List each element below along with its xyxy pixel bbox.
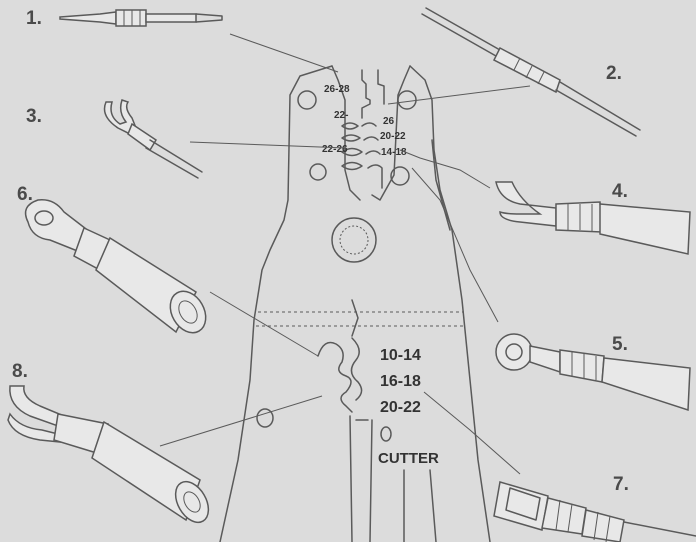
gauge-26: 26 xyxy=(383,116,395,127)
crimp-gauge-labels: 10-14 16-18 20-22 CUTTER xyxy=(378,347,439,467)
part-number-6: 6. xyxy=(17,184,33,205)
part-6-insulated-ring xyxy=(24,199,207,334)
gauge-26-28: 26-28 xyxy=(324,84,350,95)
part-number-2: 2. xyxy=(606,63,622,84)
part-number-8: 8. xyxy=(12,361,28,382)
part-number-3: 3. xyxy=(26,106,42,127)
part-4-fork-terminal xyxy=(495,181,691,255)
part-2-butt-splice xyxy=(421,7,641,137)
crimp-16-18: 16-18 xyxy=(380,373,421,390)
part-7-female-disconnect xyxy=(493,481,696,542)
part-numbers: 1. 2. 3. 4. 6. 5. 8. 7. xyxy=(12,8,629,495)
crimp-10-14: 10-14 xyxy=(380,347,421,364)
tool-body xyxy=(219,65,491,542)
part-number-4: 4. xyxy=(612,181,628,202)
part-number-1: 1. xyxy=(26,8,42,29)
part-8-insulated-fork xyxy=(7,385,210,524)
part-number-5: 5. xyxy=(612,334,628,355)
part-1-pin-terminal xyxy=(59,9,223,27)
jaw-gauge-labels: 26-28 22- 26 20-22 22-26 14-18 xyxy=(322,84,407,158)
gauge-22-26: 22-26 xyxy=(322,144,348,155)
cutter-label: CUTTER xyxy=(378,450,439,467)
crimp-20-22: 20-22 xyxy=(380,399,421,416)
gauge-20-22: 20-22 xyxy=(380,131,406,142)
part-number-7: 7. xyxy=(613,474,629,495)
gauge-22: 22- xyxy=(334,110,348,121)
part-5-ring-terminal xyxy=(495,333,691,412)
part-3-spade-terminal xyxy=(103,99,203,179)
gauge-14-18: 14-18 xyxy=(381,147,407,158)
leader-lines xyxy=(159,33,531,475)
